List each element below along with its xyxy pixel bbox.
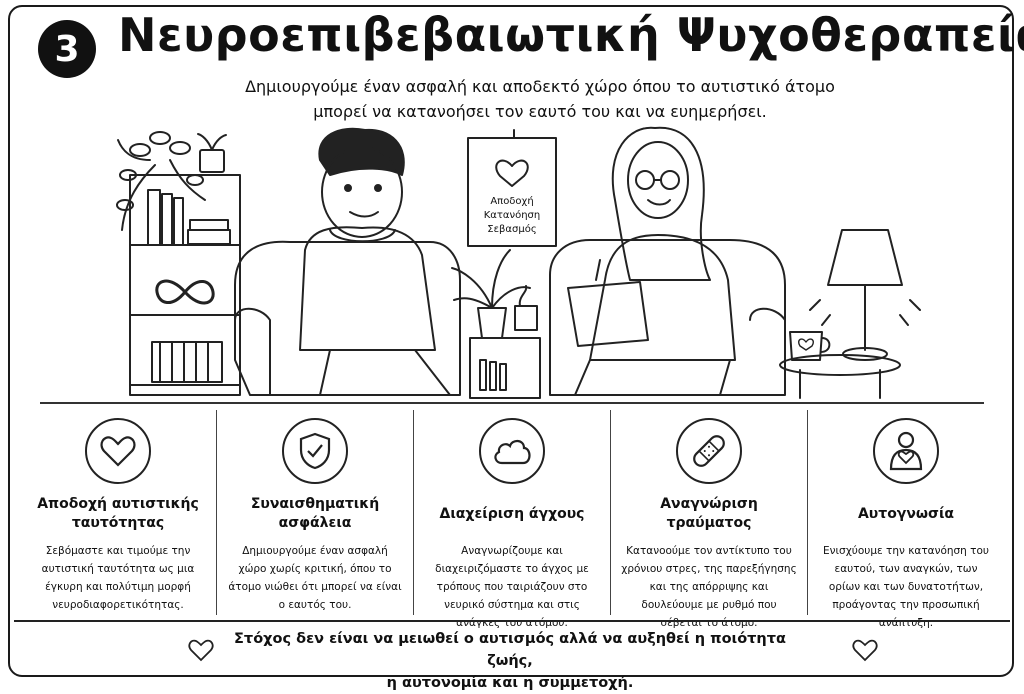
- heart-icon: [85, 418, 151, 484]
- cloud-icon: [479, 418, 545, 484]
- heart-icon: [188, 639, 214, 662]
- infographic-frame: [8, 5, 1014, 677]
- person-heart-icon: [873, 418, 939, 484]
- bookshelf: [129, 174, 241, 396]
- card-title: Αυτογνωσία: [857, 505, 955, 522]
- bandage-icon: [676, 418, 742, 484]
- footer-line-1: Στόχος δεν είναι να μειωθεί ο αυτισμός α…: [234, 631, 786, 669]
- subtitle-line-2: μπορεί να κατανοήσει τον εαυτό του και ν…: [313, 102, 767, 121]
- poster-line-3: Σεβασμός: [487, 223, 536, 235]
- card-text: Δημιουργούμε έναν ασφαλή χώρο χωρίς κριτ…: [228, 545, 402, 611]
- therapist-figure: [567, 126, 736, 396]
- poster-line-2: Κατανόηση: [484, 209, 540, 221]
- hanging-plant: [116, 131, 227, 231]
- therapy-room-illustration: Αποδοχή Κατανόηση Σεβασμός: [116, 126, 921, 399]
- footer-statement: Στόχος δεν είναι να μειωθεί ο αυτισμός α…: [230, 628, 790, 694]
- card-text: Κατανοούμε τον αντίκτυπο του χρόνιου στρ…: [621, 545, 797, 629]
- card-self-awareness: Αυτογνωσία Ενισχύουμε την κατανόηση του …: [807, 410, 1004, 629]
- card-identity-acceptance: Αποδοχή αυτιστικής ταυτότητας Σεβόμαστε …: [20, 410, 216, 615]
- left-armchair: [234, 240, 461, 396]
- subtitle: Δημιουργούμε έναν ασφαλή και αποδεκτό χώ…: [200, 74, 880, 124]
- heart-icon: [852, 639, 878, 662]
- page-title: Νευροεπιβεβαιωτική Ψυχοθεραπεία: [118, 8, 1024, 62]
- card-title: Αποδοχή αυτιστικής ταυτότητας: [37, 496, 199, 531]
- footer-divider: [14, 620, 1010, 622]
- lamp-and-side-table: [779, 229, 921, 399]
- card-emotional-safety: Συναισθηματική ασφάλεια Δημιουργούμε ένα…: [216, 410, 413, 615]
- section-divider: [40, 402, 984, 404]
- card-trauma-recognition: Αναγνώριση τραύματος Κατανοούμε τον αντί…: [610, 410, 807, 629]
- card-text: Ενισχύουμε την κατανόηση του εαυτού, των…: [823, 545, 989, 629]
- principles-row: Αποδοχή αυτιστικής ταυτότητας Σεβόμαστε …: [20, 410, 1004, 629]
- card-anxiety-management: Διαχείριση άγχους Αναγνωρίζουμε και διαχ…: [413, 410, 610, 629]
- section-number: 3: [54, 28, 80, 70]
- subtitle-line-1: Δημιουργούμε έναν ασφαλή και αποδεκτό χώ…: [245, 77, 835, 96]
- right-armchair: [549, 239, 786, 396]
- card-text: Σεβόμαστε και τιμούμε την αυτιστική ταυτ…: [41, 545, 195, 611]
- infinity-symbol: [155, 279, 215, 305]
- card-title: Συναισθηματική ασφάλεια: [250, 496, 380, 531]
- section-number-badge: 3: [38, 20, 96, 78]
- shield-check-icon: [282, 418, 348, 484]
- card-title: Διαχείριση άγχους: [439, 505, 585, 522]
- table-plant: [451, 249, 541, 399]
- poster-line-1: Αποδοχή: [490, 195, 533, 207]
- boy-figure: [299, 127, 451, 396]
- footer-line-2: η αυτονομία και η συμμετοχή.: [386, 675, 634, 691]
- card-text: Αναγνωρίζουμε και διαχειριζόμαστε το άγχ…: [435, 545, 589, 629]
- card-title: Αναγνώριση τραύματος: [660, 496, 758, 531]
- wall-poster: [467, 129, 557, 247]
